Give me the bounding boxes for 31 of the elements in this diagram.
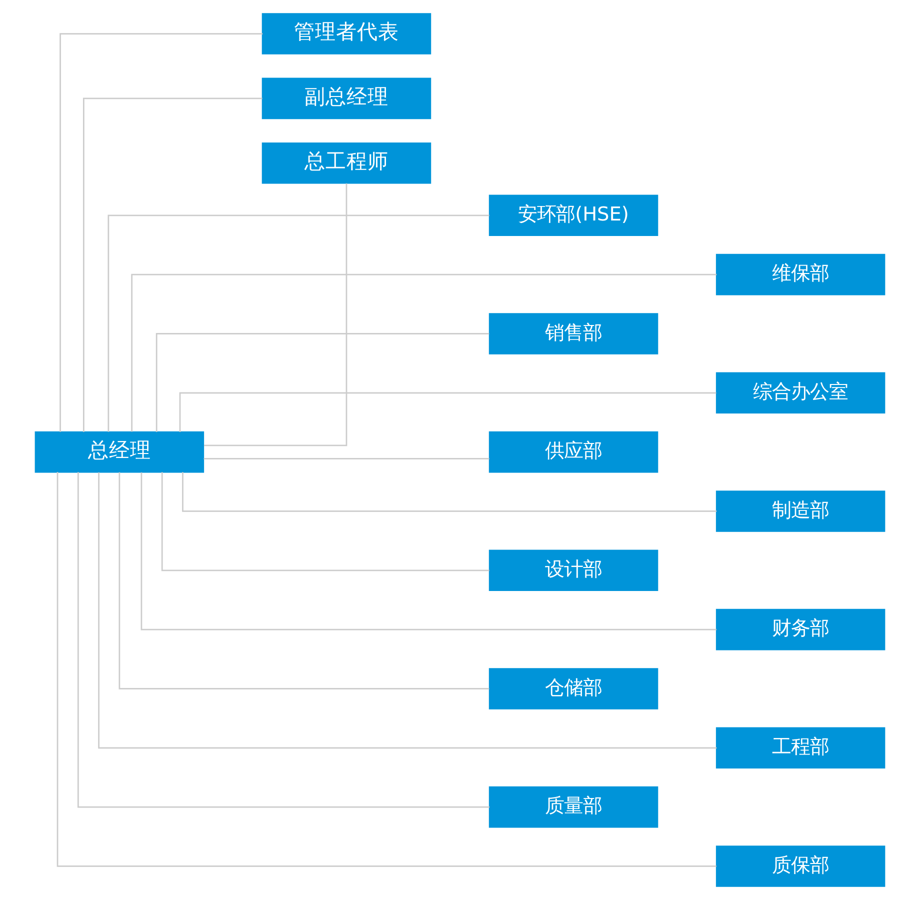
node-box: 维保部	[716, 254, 886, 296]
node-box: 财务部	[716, 608, 886, 650]
connector	[179, 392, 716, 432]
node-box: 工程部	[716, 727, 886, 769]
node-box: 销售部	[488, 313, 658, 354]
node-box: 质保部	[716, 846, 886, 887]
node-box: 总工程师	[262, 142, 432, 184]
connector	[82, 98, 262, 432]
connector	[77, 472, 490, 808]
node-box: 综合办公室	[716, 372, 886, 414]
connector	[118, 472, 490, 690]
connector	[60, 33, 263, 432]
connector	[204, 183, 348, 446]
connector	[131, 274, 717, 432]
connector	[156, 333, 490, 432]
connector	[108, 214, 490, 432]
connector	[182, 472, 717, 512]
node-box: 制造部	[716, 490, 886, 532]
node-box: 设计部	[488, 550, 658, 592]
connector	[56, 472, 716, 867]
node-box: 副总经理	[262, 78, 432, 120]
node-box: 仓储部	[488, 668, 658, 710]
node-box: 管理者代表	[262, 13, 432, 54]
node-box: 安环部(HSE)	[488, 194, 658, 236]
connector	[204, 458, 490, 460]
node-box: 供应部	[488, 431, 658, 473]
connector	[161, 472, 490, 572]
connector	[98, 472, 717, 749]
node-box: 总经理	[34, 431, 204, 473]
connector	[140, 472, 716, 630]
node-box: 质量部	[488, 786, 658, 828]
